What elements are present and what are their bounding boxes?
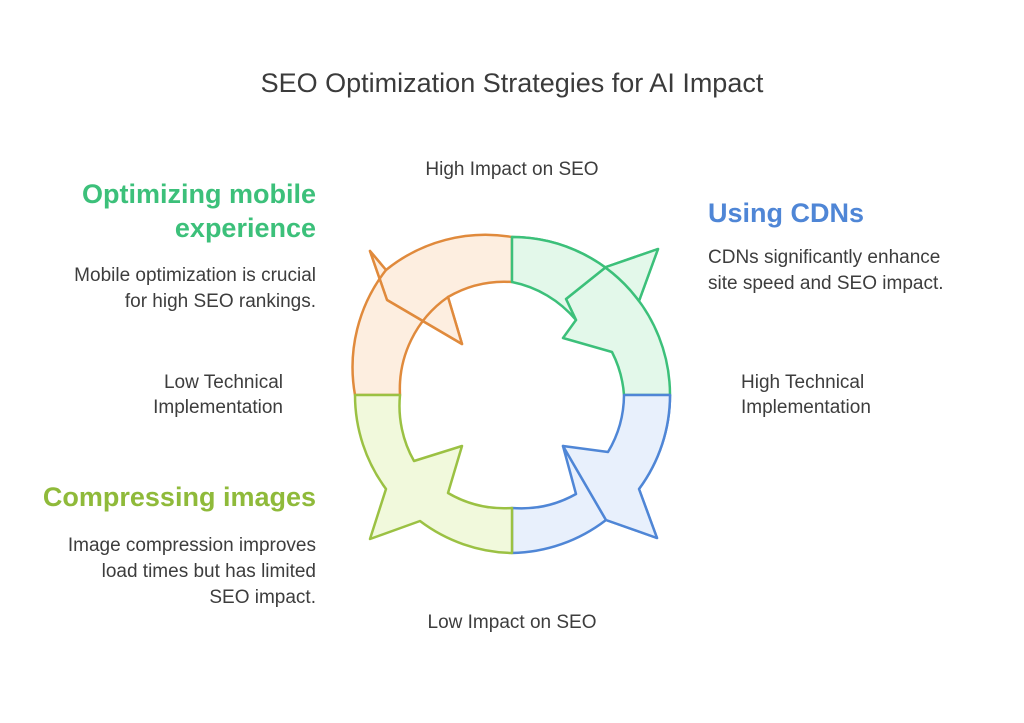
axis-label-left-line2: Implementation: [153, 397, 283, 418]
description-line: Image compression improves: [67, 535, 316, 556]
heading-line: Optimizing mobile: [82, 179, 316, 209]
description-line: CDNs significantly enhance: [708, 247, 941, 268]
description-line: Mobile optimization is crucial: [74, 265, 316, 286]
segment-bottom-right-upper: [561, 393, 672, 540]
quadrant-top-right-description: CDNs significantly enhance site speed an…: [708, 245, 1008, 297]
description-line: load times but has limited: [101, 561, 316, 582]
quadrant-top-left-description: Mobile optimization is crucial for high …: [20, 263, 316, 315]
axis-label-bottom: Low Impact on SEO: [427, 612, 597, 633]
axis-label-right-line2: Implementation: [741, 397, 871, 418]
quadrant-top-left-heading: Optimizing mobile experience: [20, 177, 316, 245]
quadrant-bottom-left-description: Image compression improves load times bu…: [20, 533, 316, 611]
segment-top-left-lower: [351, 249, 464, 397]
description-line: site speed and SEO impact.: [708, 273, 944, 294]
quadrant-top-left: Optimizing mobile experience Mobile opti…: [20, 177, 316, 315]
description-line: for high SEO rankings.: [124, 291, 316, 312]
quadrant-bottom-left: Compressing images Image compression imp…: [20, 480, 316, 611]
segment-top-right-inner: [510, 235, 660, 322]
heading-line: experience: [174, 213, 316, 243]
axis-label-right: High Technical Implementation: [741, 370, 941, 420]
description-line: SEO impact.: [209, 587, 316, 608]
diagram-title: SEO Optimization Strategies for AI Impac…: [260, 68, 764, 98]
axis-label-top: High Impact on SEO: [425, 159, 599, 180]
axis-label-right-line1: High Technical: [741, 372, 865, 393]
axis-label-left-line1: Low Technical: [163, 372, 283, 393]
quadrant-bottom-left-heading: Compressing images: [42, 482, 316, 512]
quadrant-top-right-heading: Using CDNs: [708, 198, 865, 228]
axis-label-left: Low Technical Implementation: [100, 370, 283, 420]
quadrant-top-right: Using CDNs CDNs significantly enhance si…: [708, 196, 1008, 297]
segment-bottom-left: [353, 393, 514, 555]
